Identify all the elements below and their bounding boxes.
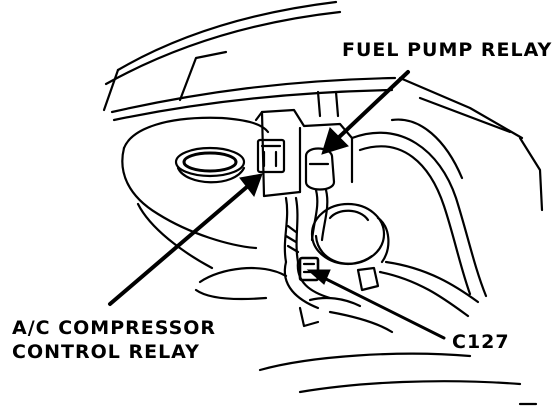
lower-frame [194, 266, 538, 406]
ac-relay-line-2: CONTROL RELAY [12, 341, 200, 363]
connector-c127-arrow [306, 269, 446, 340]
callout-arrows [108, 70, 446, 340]
fuel-pump-relay-body [304, 147, 336, 191]
fuel-pump-relay-text: FUEL PUMP RELAY [342, 39, 553, 61]
connector-c127-text: C127 [452, 331, 510, 353]
ac-relay-body [256, 138, 286, 174]
ac-compressor-relay-label: A/C COMPRESSOR CONTROL RELAY [12, 316, 216, 364]
connector-c127-label: C127 [452, 330, 510, 354]
hoses [350, 118, 488, 318]
ac-relay-arrow [108, 173, 263, 306]
ac-relay-line-1: A/C COMPRESSOR [12, 317, 217, 339]
strut-tower [121, 116, 270, 270]
hood-outline [102, 0, 544, 212]
wiring-harness [283, 188, 332, 310]
fuel-pump-relay-label: FUEL PUMP RELAY [342, 38, 552, 62]
reservoir [310, 202, 390, 266]
relay-bracket [254, 108, 354, 198]
fuel-pump-relay-arrow [321, 70, 410, 155]
